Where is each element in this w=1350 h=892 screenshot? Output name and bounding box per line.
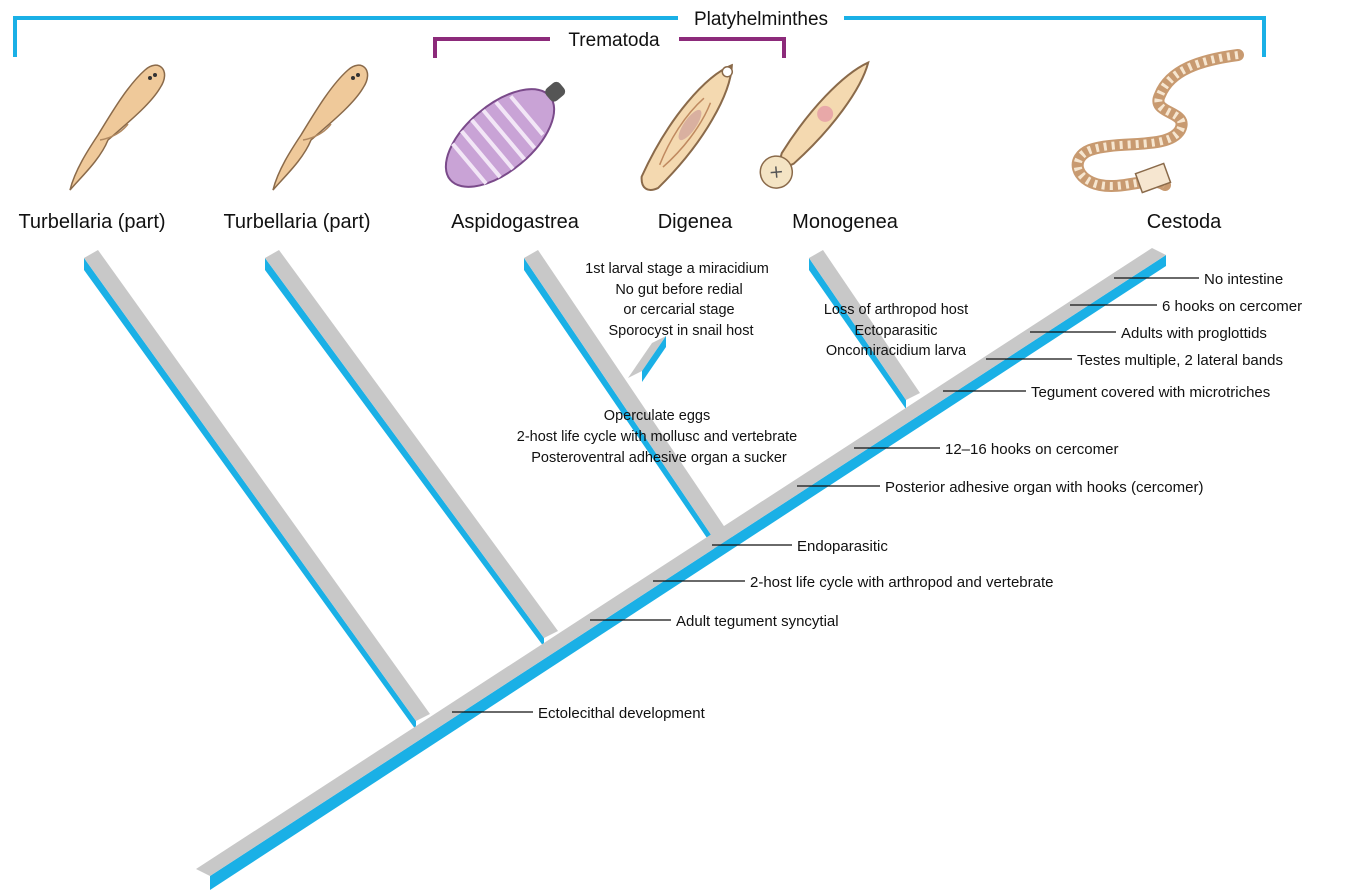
taxon-label-digenea: Digenea — [658, 211, 733, 233]
character-label: Adult tegument syncytial — [676, 613, 839, 630]
branch-turbellaria-1 — [84, 250, 430, 730]
monogenea-notes: Loss of arthropod host Ectoparasitic Onc… — [824, 302, 968, 359]
taxon-label-monogenea: Monogenea — [792, 211, 899, 233]
branch-digenea — [628, 336, 666, 382]
tapeworm-icon — [1078, 55, 1238, 193]
trematoda-notes: Operculate eggs 2-host life cycle with m… — [517, 408, 797, 466]
fluke-icon — [632, 56, 745, 198]
note-line: or cercarial stage — [623, 302, 734, 318]
taxon-label-aspidogastrea: Aspidogastrea — [451, 211, 580, 233]
character-label: No intestine — [1204, 271, 1283, 288]
note-line: Loss of arthropod host — [824, 302, 968, 318]
character-marker: 2-host life cycle with arthropod and ver… — [653, 574, 1054, 591]
note-line: Posteroventral adhesive organ a sucker — [531, 450, 787, 466]
aspidogastrean-icon — [429, 61, 583, 205]
trematoda-label: Trematoda — [568, 30, 660, 51]
character-label: Testes multiple, 2 lateral bands — [1077, 352, 1283, 369]
taxon-label-turbellaria-2: Turbellaria (part) — [223, 211, 370, 233]
taxon-label-turbellaria-1: Turbellaria (part) — [18, 211, 165, 233]
trematoda-bracket: Trematoda — [435, 30, 784, 58]
note-line: Oncomiracidium larva — [826, 343, 967, 359]
note-line: Operculate eggs — [604, 408, 710, 424]
note-line: 1st larval stage a miracidium — [585, 261, 769, 277]
note-line: Sporocyst in snail host — [608, 323, 753, 339]
character-marker: Ectolecithal development — [452, 705, 706, 722]
monogenean-icon — [754, 52, 881, 194]
character-marker: Posterior adhesive organ with hooks (cer… — [797, 479, 1203, 496]
character-label: Posterior adhesive organ with hooks (cer… — [885, 479, 1203, 496]
character-marker: Tegument covered with microtriches — [943, 384, 1270, 401]
cladogram-tree — [84, 248, 1166, 890]
digenea-notes: 1st larval stage a miracidium No gut bef… — [585, 261, 769, 339]
flatworm-icon — [273, 65, 368, 190]
note-line: 2-host life cycle with mollusc and verte… — [517, 429, 797, 445]
taxon-label-cestoda: Cestoda — [1147, 211, 1222, 233]
note-line: No gut before redial — [615, 282, 742, 298]
character-label: 2-host life cycle with arthropod and ver… — [750, 574, 1054, 591]
character-label: Tegument covered with microtriches — [1031, 384, 1270, 401]
character-label: 6 hooks on cercomer — [1162, 298, 1302, 315]
note-line: Ectoparasitic — [854, 323, 937, 339]
character-label: 12–16 hooks on cercomer — [945, 441, 1118, 458]
character-marker: Testes multiple, 2 lateral bands — [986, 352, 1283, 369]
platyhelminthes-label: Platyhelminthes — [694, 9, 828, 30]
branch-turbellaria-2 — [265, 250, 558, 647]
flatworm-icon — [70, 65, 165, 190]
character-label: Endoparasitic — [797, 538, 888, 555]
character-label: Adults with proglottids — [1121, 325, 1267, 342]
character-label: Ectolecithal development — [538, 705, 706, 722]
